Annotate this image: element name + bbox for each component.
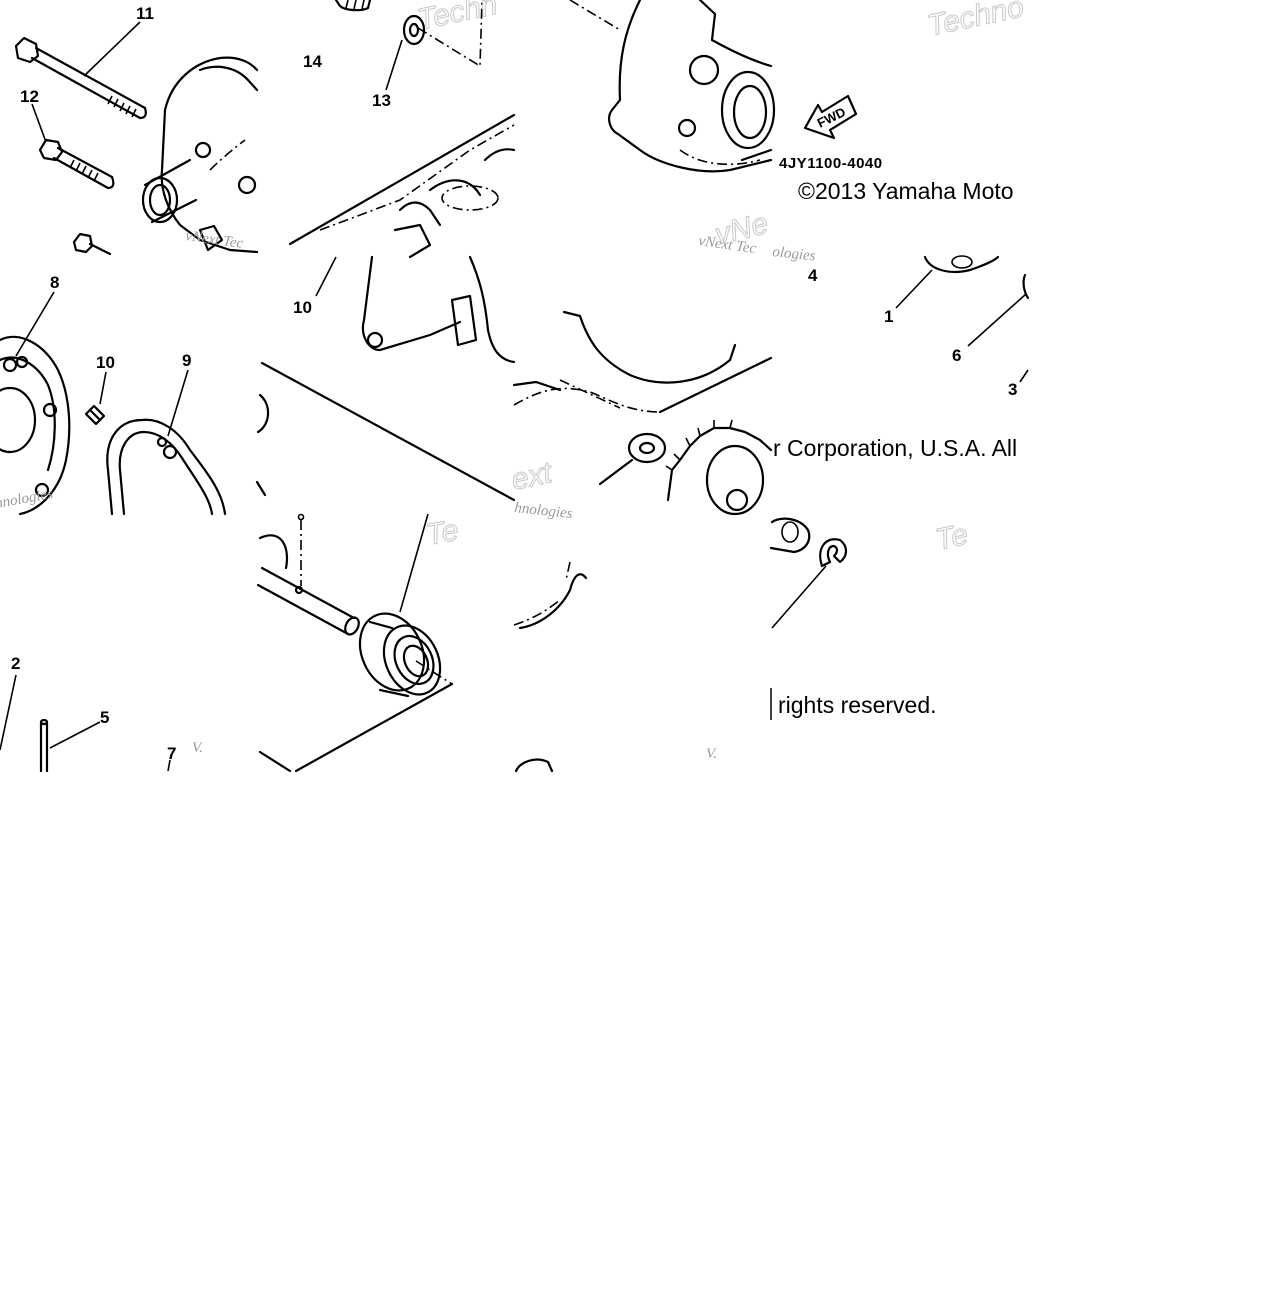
- watermark-text: ologies: [772, 244, 817, 264]
- leaders-tile-1: [31, 21, 141, 143]
- crankcase-gear-section: [512, 310, 773, 516]
- pump-shaft: [256, 513, 360, 636]
- washer-13: [402, 14, 426, 46]
- part-code: 4JY1100-4040: [779, 155, 883, 172]
- leaders-tile-5: [15, 291, 189, 437]
- watermark-text: hnologies: [0, 486, 54, 512]
- dowel-pin-10: [84, 404, 106, 426]
- shaft-axis-line: [258, 513, 454, 773]
- callout-10: 10: [293, 298, 312, 317]
- copyright-line-1: ©2013 Yamaha Moto: [798, 178, 1014, 204]
- watermark-text: Techn: [415, 0, 501, 37]
- housing-gasket: [255, 255, 516, 502]
- callout-2: 2: [11, 654, 20, 673]
- callout-8: 8: [50, 273, 59, 292]
- gasket-9: [106, 418, 227, 516]
- copyright-line-2: r Corporation, U.S.A. All: [773, 435, 1017, 461]
- callout-4: 4: [808, 266, 818, 285]
- watermark-text: V.: [192, 740, 203, 756]
- callout-13: 13: [372, 91, 391, 110]
- watermark-text: Te: [933, 518, 971, 557]
- watermark-text: ext: [509, 456, 557, 497]
- callout-5: 5: [100, 708, 109, 727]
- callout-9: 9: [182, 351, 191, 370]
- bolt-12: [38, 138, 115, 190]
- pump-housing-8: [0, 335, 71, 516]
- impeller-parts: [923, 255, 1030, 300]
- bolt-14: [334, 0, 372, 12]
- small-bolt: [72, 232, 112, 256]
- watermark-text: hnologies: [514, 500, 574, 522]
- long-bolt-11: [14, 36, 147, 120]
- leaders-tile-12: [771, 565, 827, 629]
- callout-10b: 10: [96, 353, 115, 372]
- callout-11: 11: [136, 4, 154, 23]
- callout-12: 12: [20, 87, 39, 106]
- watermark-text: V.: [706, 746, 717, 762]
- copyright-line-3: rights reserved.: [778, 692, 937, 718]
- bearing: [358, 612, 442, 698]
- dashed-guide-13: [417, 0, 483, 68]
- callout-6: 6: [952, 346, 961, 365]
- watermark-text: vNext Tec: [184, 228, 244, 252]
- leaders-tile-9: [0, 674, 171, 772]
- pin-5: [39, 718, 49, 773]
- cover-gasket-outline: [288, 113, 516, 259]
- watermark-text: Techno: [925, 0, 1027, 43]
- callout-14: 14: [303, 52, 322, 71]
- callout-1: 1: [884, 307, 893, 326]
- leaders-tile-8: [895, 269, 1029, 383]
- crankcase-housing: [569, 0, 776, 173]
- housing-fragment: [513, 561, 588, 773]
- callout-7: 7: [167, 744, 176, 763]
- leaders-tile-6: [315, 256, 337, 297]
- fwd-arrow: FWD: [803, 94, 858, 140]
- leaders-tile-2: [385, 39, 403, 91]
- watermark-text: vNe: [712, 207, 772, 252]
- callout-3: 3: [1008, 380, 1017, 399]
- watermark-text: Te: [423, 514, 461, 552]
- pump-cover: [141, 56, 259, 254]
- circlip: [769, 517, 848, 568]
